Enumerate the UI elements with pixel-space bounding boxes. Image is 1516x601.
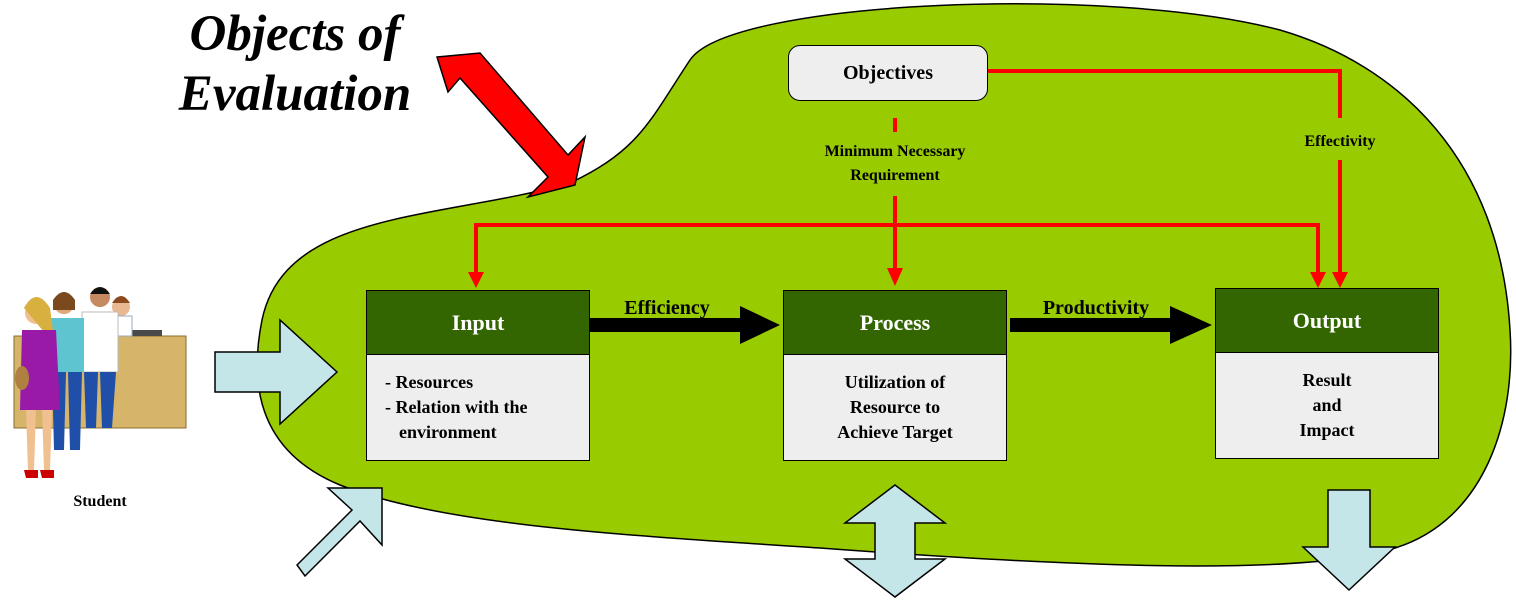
process-body: Utilization of Resource to Achieve Targe… (784, 355, 1006, 460)
title-line-2: Evaluation (178, 66, 412, 122)
input-line-1: - Resources (385, 372, 474, 392)
output-box: Output Result and Impact (1215, 288, 1439, 459)
process-box: Process Utilization of Resource to Achie… (783, 290, 1007, 461)
process-line-3: Achieve Target (837, 422, 953, 442)
effectivity-label: Effectivity (1304, 133, 1376, 150)
minimum-requirement-line-2: Requirement (850, 167, 940, 184)
student-intake-arrow (214, 318, 339, 426)
efficiency-label: Efficiency (624, 297, 710, 319)
student-illustration (13, 287, 187, 478)
pointer-arrow (436, 52, 587, 199)
productivity-label: Productivity (1042, 297, 1150, 319)
external-arrows (214, 318, 1397, 598)
minimum-requirement-label: Minimum Necessary Requirement (790, 140, 1000, 188)
process-header: Process (784, 291, 1006, 355)
output-line-3: Impact (1299, 420, 1355, 440)
title-line-1: Objects of (189, 6, 401, 62)
diagram-title: Objects of Evaluation (150, 4, 440, 124)
objectives-box: Objectives (788, 45, 988, 101)
red-arrowheads (468, 268, 1348, 288)
output-release-arrow (1301, 489, 1397, 592)
efficiency-arrow (590, 306, 780, 344)
objectives-label: Objectives (843, 61, 933, 84)
input-body: - Resources - Relation with the environm… (367, 355, 589, 460)
productivity-arrow (1010, 306, 1212, 344)
output-line-1: Result (1302, 370, 1352, 390)
process-line-1: Utilization of (844, 372, 946, 392)
environment-inflow-arrow (296, 487, 383, 578)
input-line-2: - Relation with the (385, 397, 528, 417)
student-label: Student (73, 493, 127, 510)
red-connectors (474, 69, 1342, 275)
output-body: Result and Impact (1216, 353, 1438, 458)
process-exchange-arrow (842, 484, 948, 598)
output-line-2: and (1312, 395, 1342, 415)
process-line-2: Resource to (849, 397, 941, 417)
minimum-requirement-line-1: Minimum Necessary (824, 143, 966, 160)
input-header: Input (367, 291, 589, 355)
output-header: Output (1216, 289, 1438, 353)
input-line-3: environment (399, 422, 497, 442)
input-box: Input - Resources - Relation with the en… (366, 290, 590, 461)
